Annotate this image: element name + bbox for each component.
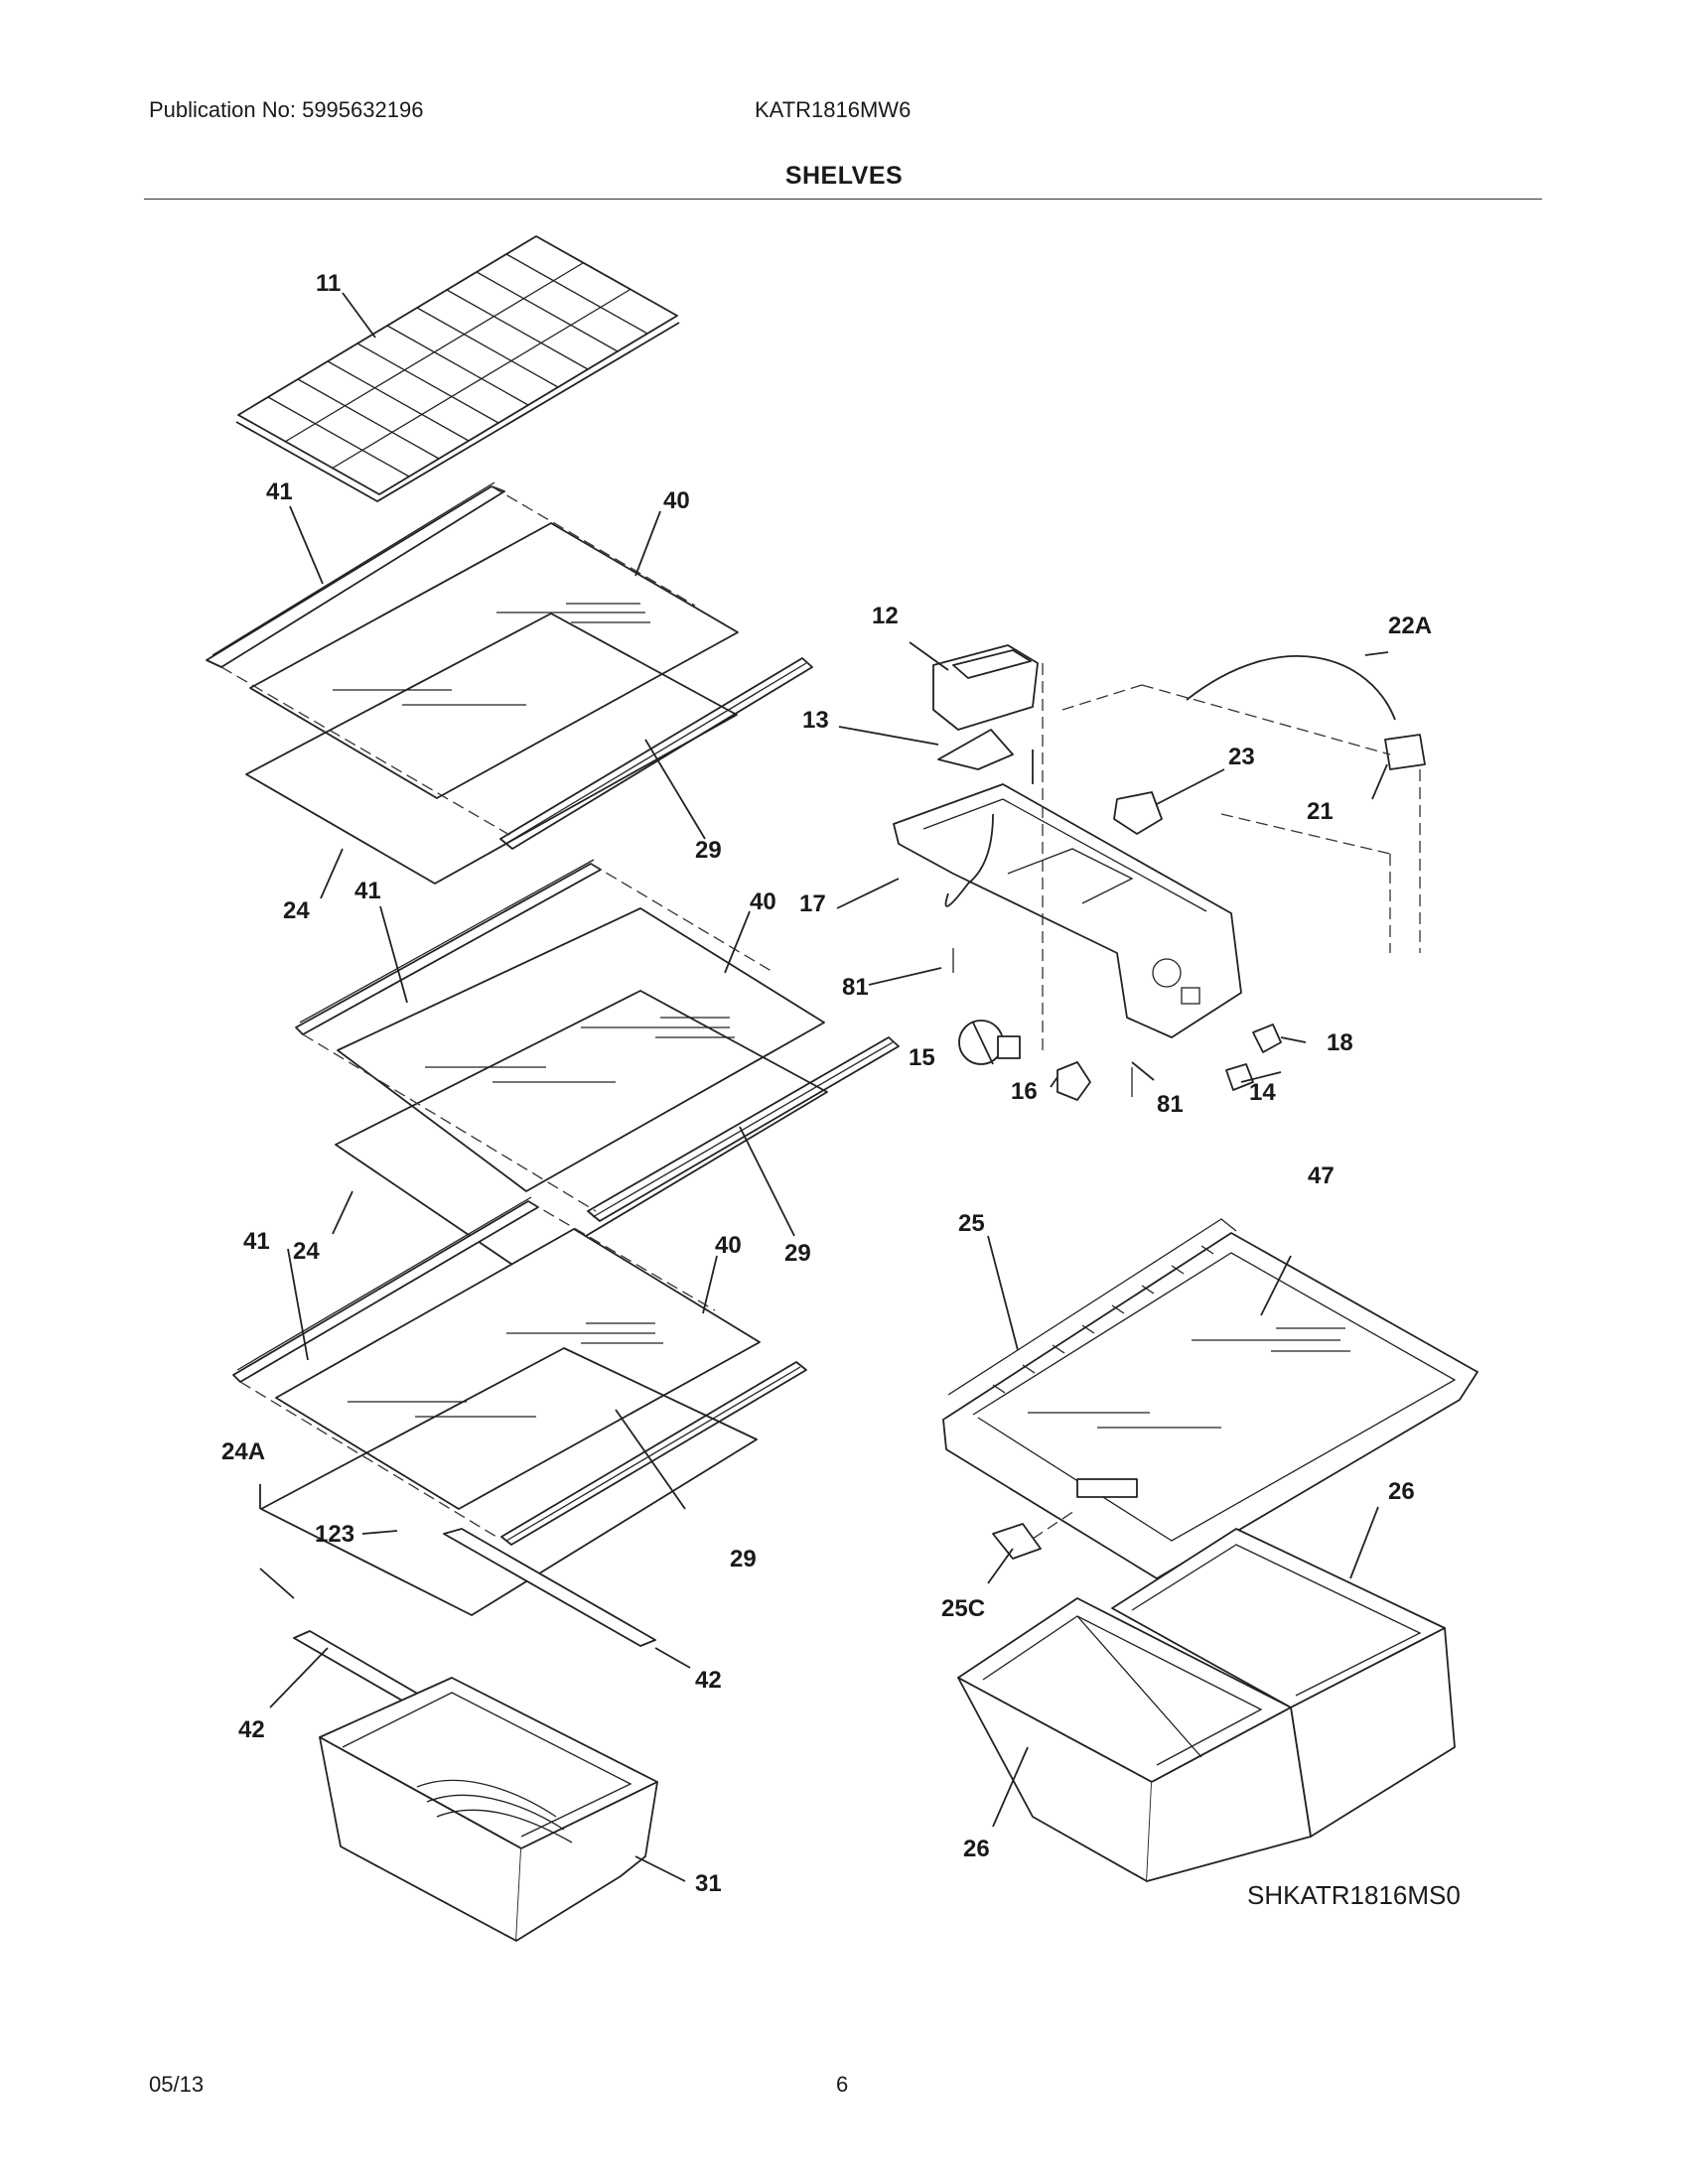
leader-lines: [259, 292, 1389, 1882]
callout-12: 12: [872, 603, 899, 629]
callout-42: 42: [238, 1716, 265, 1743]
callout-40: 40: [715, 1232, 742, 1259]
callout-22A: 22A: [1388, 613, 1432, 639]
callout-26: 26: [963, 1836, 990, 1862]
callout-13: 13: [802, 707, 829, 734]
callout-24: 24: [283, 897, 310, 924]
footer-date: 05/13: [149, 2072, 205, 2097]
callout-123: 123: [315, 1521, 354, 1548]
callout-labels: 11 41 40 29 24 41 40 24 29 41 40 24A 123…: [221, 270, 1461, 1910]
header-rule: [144, 199, 1542, 200]
callout-15: 15: [909, 1044, 935, 1071]
crisper-cover-assembly: [942, 1218, 1478, 1579]
part-26-crisper-drawers: [957, 1528, 1456, 1882]
upper-glass-shelf-assembly: [206, 481, 813, 885]
callout-42: 42: [695, 1667, 722, 1694]
callout-16: 16: [1011, 1078, 1038, 1105]
callout-29: 29: [730, 1546, 757, 1572]
callout-41: 41: [354, 878, 381, 904]
callout-29: 29: [784, 1240, 811, 1267]
callout-31: 31: [695, 1870, 722, 1897]
callout-24A: 24A: [221, 1438, 265, 1465]
callout-41: 41: [266, 478, 293, 505]
callout-23: 23: [1228, 744, 1255, 770]
section-title: SHELVES: [784, 162, 904, 190]
page-number: 6: [836, 2072, 849, 2097]
publication-number: Publication No: 5995632196: [149, 97, 424, 122]
callout-25: 25: [958, 1210, 985, 1237]
callout-25C: 25C: [941, 1595, 985, 1622]
callout-14: 14: [1249, 1079, 1276, 1106]
part-11-wire-shelf: [235, 235, 680, 503]
callout-24: 24: [293, 1238, 320, 1265]
callout-29: 29: [695, 837, 722, 864]
callout-11: 11: [316, 270, 341, 297]
callout-41: 41: [243, 1228, 270, 1255]
callout-21: 21: [1307, 798, 1334, 825]
callout-40: 40: [663, 487, 690, 514]
callout-17: 17: [799, 890, 826, 917]
middle-glass-shelf-assembly: [295, 859, 900, 1274]
callout-18: 18: [1327, 1029, 1353, 1056]
callout-26: 26: [1388, 1478, 1415, 1505]
callout-40: 40: [750, 888, 776, 915]
diagram-code: SHKATR1816MS0: [1247, 1880, 1461, 1910]
lower-glass-shelf-assembly: [232, 1196, 807, 1647]
callout-47: 47: [1308, 1162, 1335, 1189]
light-housing-assembly: [893, 644, 1426, 1101]
model-number: KATR1816MW6: [755, 97, 912, 122]
callout-81: 81: [1157, 1091, 1184, 1118]
part-31-lower-crisper: [293, 1630, 658, 1942]
callout-81: 81: [842, 974, 869, 1001]
